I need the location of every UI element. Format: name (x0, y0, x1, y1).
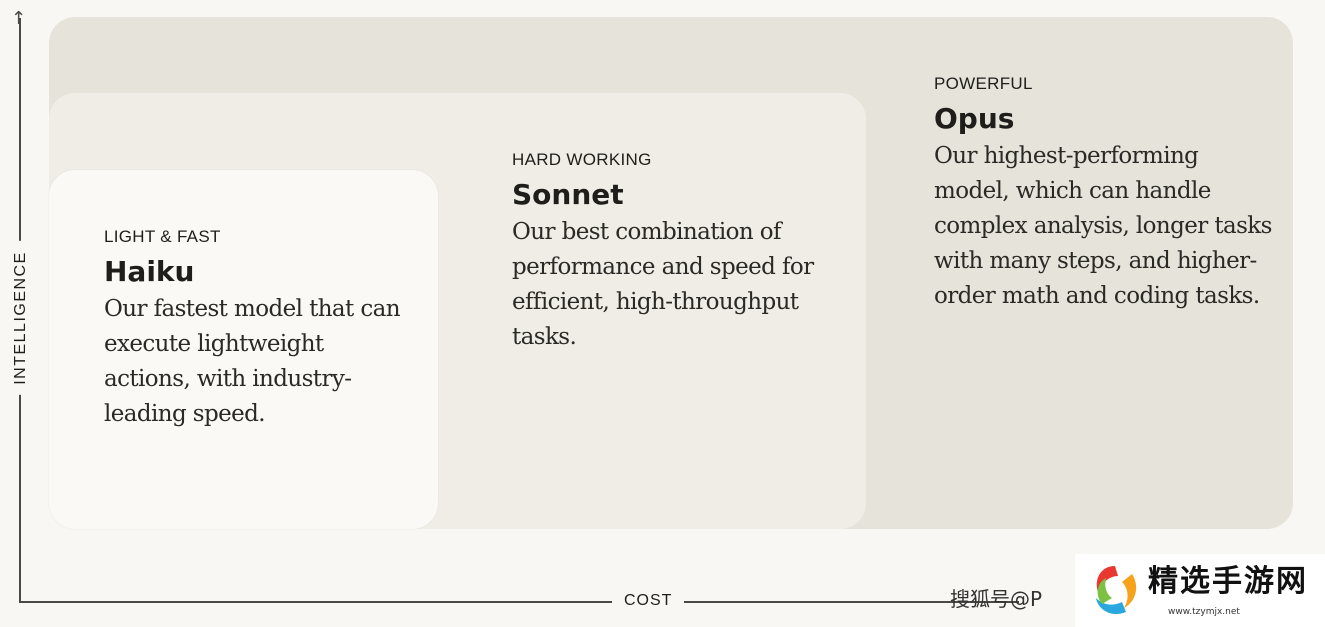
watermark-url: www.tzymjx.net (1168, 607, 1240, 617)
haiku-content: LIGHT & FAST Haiku Our fastest model tha… (104, 227, 404, 432)
haiku-description: Our fastest model that can execute light… (104, 296, 401, 427)
opus-content: POWERFUL Opus Our highest-performing mod… (934, 74, 1274, 314)
sonnet-title: Sonnet (512, 178, 624, 211)
haiku-title: Haiku (104, 255, 195, 288)
x-axis-line (19, 601, 1019, 603)
opus-eyebrow: POWERFUL (934, 74, 1033, 93)
y-axis-label: INTELLIGENCE (12, 241, 30, 395)
opus-title: Opus (934, 102, 1015, 135)
sonnet-eyebrow: HARD WORKING (512, 150, 652, 169)
haiku-card (49, 170, 438, 529)
opus-description: Our highest-performing model, which can … (934, 143, 1272, 309)
watermark-handle: 搜狐号@P (950, 587, 1043, 611)
sonnet-content: HARD WORKING Sonnet Our best combination… (512, 150, 842, 355)
x-axis-label: COST (612, 590, 685, 612)
haiku-eyebrow: LIGHT & FAST (104, 227, 221, 246)
arrow-up-icon: ↑ (11, 8, 27, 29)
swirl-logo-icon (1096, 566, 1137, 615)
watermark-title: 精选手游网 (1148, 564, 1308, 599)
sonnet-description: Our best combination of performance and … (512, 219, 814, 350)
